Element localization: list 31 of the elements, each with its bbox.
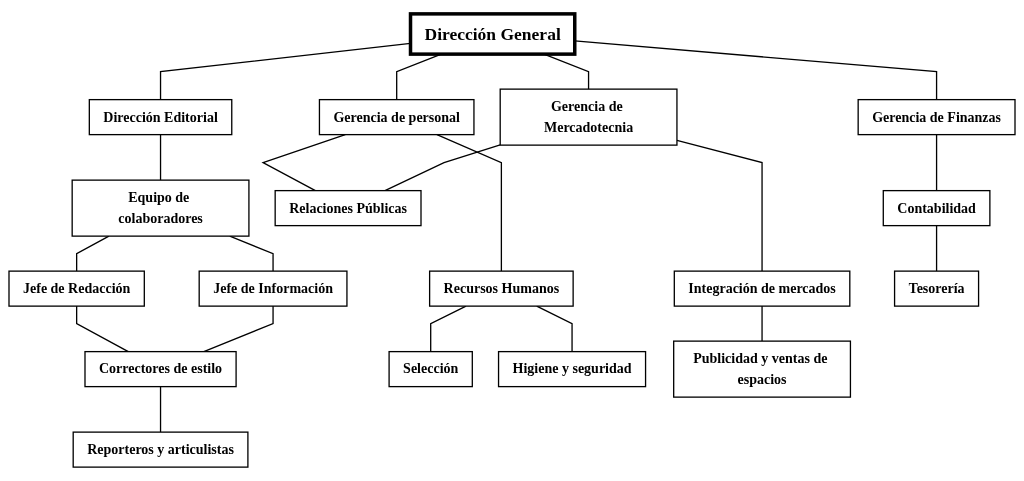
node-box: Gerencia de Mercadotecnia <box>499 88 678 146</box>
connector <box>261 133 346 192</box>
node-box: Tesorería <box>893 270 980 307</box>
node-box: Contabilidad <box>882 189 991 227</box>
connector <box>436 133 503 272</box>
node-box: Dirección General <box>408 12 577 56</box>
node-box: Jefe de Redacción <box>8 270 145 307</box>
connector <box>676 139 763 272</box>
node-box: Relaciones Públicas <box>274 189 422 227</box>
node-box: Selección <box>388 350 473 388</box>
node-box: Higiene y seguridad <box>497 350 647 388</box>
connector <box>229 235 274 272</box>
connector <box>935 224 938 272</box>
connector <box>159 133 162 181</box>
connector <box>384 144 501 192</box>
connector <box>203 305 274 353</box>
node-box: Dirección Editorial <box>88 98 233 136</box>
connector <box>76 305 129 353</box>
node-box: Gerencia de personal <box>318 98 475 136</box>
node-box: Publicidad y ventas de espacios <box>673 340 852 398</box>
node-box: Recursos Humanos <box>428 270 574 307</box>
connector <box>76 235 110 272</box>
node-box: Equipo de colaboradores <box>71 179 250 237</box>
connector <box>761 305 763 342</box>
node-box: Reporteros y articulistas <box>72 431 249 468</box>
connector <box>159 385 162 433</box>
connector <box>935 133 938 192</box>
node-box: Gerencia de Finanzas <box>857 98 1016 136</box>
node-box: Integración de mercados <box>673 270 851 307</box>
node-box: Jefe de Información <box>198 270 348 307</box>
node-box: Correctores de estilo <box>84 350 237 388</box>
